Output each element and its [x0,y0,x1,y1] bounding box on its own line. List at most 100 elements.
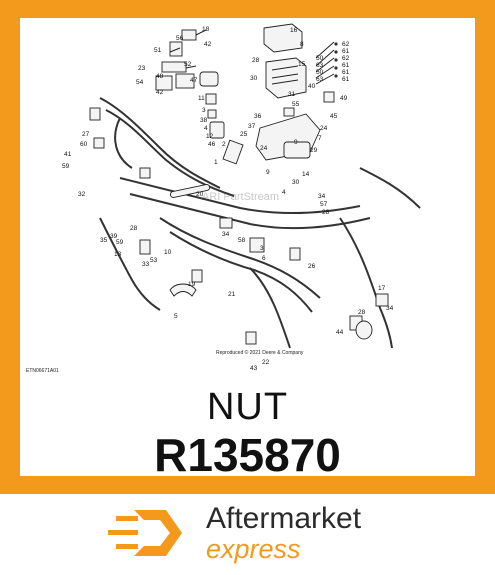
callout: 20 [196,191,204,198]
callout: 51 [154,47,162,54]
callout: 19 [188,281,196,288]
callout: 6 [262,255,266,262]
callout: 1 [214,159,218,166]
callout: 35 [100,237,108,244]
callout: 23 [138,65,146,72]
callout: 42 [204,41,212,48]
part-number-heading: R135870 [154,429,341,481]
callout: 5 [174,313,178,320]
callout: 25 [240,131,248,138]
callout: 59 [116,239,124,246]
callout: 28 [130,225,138,232]
mounting-bracket [255,113,321,161]
figure-id: ETN06671A01 [26,368,59,374]
harness-connectors [89,107,389,345]
main-harness [99,97,421,349]
brand-footer: Aftermarket express [104,500,404,570]
callout: 53 [150,257,158,264]
callout: 44 [336,329,344,336]
callout: 7 [318,135,322,142]
right-terminal-stack [315,41,338,103]
callout: 28 [252,57,260,64]
callout: 11 [198,95,205,102]
part-type-heading: NUT [206,386,289,428]
callout: 16 [290,27,298,34]
callout: 14 [302,171,310,178]
fuse-box [263,23,307,117]
upper-left-relay-cluster [155,29,207,91]
callout: 47 [190,77,198,84]
callout: 30 [250,75,258,82]
callout: 45 [330,113,338,120]
callout: 30 [292,179,300,186]
callout: 29 [310,147,318,154]
callout: 34 [318,193,326,200]
callout: 52 [184,61,192,68]
callout: 4 [282,189,286,196]
callout: 24 [320,125,328,132]
callout: 28 [358,309,366,316]
callout: 62 [342,55,350,62]
callout: 41 [64,151,72,158]
callout: 59 [62,163,70,170]
center-relay-column [199,71,244,165]
callout: 62 [342,41,350,48]
callout: 48 [156,73,164,80]
callout: 3 [260,245,264,252]
callout: 27 [82,131,90,138]
callout: 60 [80,141,88,148]
callout: 2 [222,141,226,148]
hexagon-speed-logo-icon [108,510,182,556]
callout: 42 [156,89,164,96]
callout: 37 [248,123,256,130]
callout: 61 [342,69,350,76]
callout: 43 [250,365,258,372]
callout: 34 [386,305,394,312]
callout: 58 [238,237,246,244]
callout: 49 [340,95,348,102]
callout: 9 [266,169,270,176]
callout: 63 [316,62,324,69]
brand-name-line2: express [206,534,301,564]
callout: 63 [316,76,324,83]
brand-name-line1: Aftermarket [206,502,362,535]
callout: 56 [176,35,184,42]
callout: 46 [208,141,216,148]
callout: 22 [262,359,270,366]
callout: 61 [342,62,350,69]
callout: 18 [202,26,210,33]
callout: 39 [110,233,118,240]
callout: 13 [114,251,122,258]
callout: 31 [288,91,296,98]
callout: 50 [316,69,324,76]
callout: 10 [164,249,172,256]
callout: 33 [142,261,150,268]
callout: 28 [322,209,330,216]
callout: 24 [260,145,268,152]
callout: 26 [308,263,316,270]
callout: 57 [320,201,328,208]
callout: 12 [206,133,214,140]
callout: 3 [202,107,206,114]
callout: 50 [316,55,324,62]
callout: 32 [78,191,86,198]
callout: 55 [292,101,300,108]
callout: 38 [200,117,208,124]
callout: 40 [308,83,316,90]
callout: 61 [342,48,350,55]
orange-frame: ARI PartStream [0,0,495,494]
callout: 34 [222,231,230,238]
watermark-text: ARI PartStream [202,191,279,203]
callout: 17 [378,285,386,292]
copyright-note: Reproduced © 2021 Deere & Company [216,349,304,356]
callout: 54 [136,79,144,86]
content-panel: ARI PartStream [20,18,475,481]
exploded-parts-diagram: ARI PartStream [20,18,475,388]
callout: 8 [300,41,304,48]
callout: 36 [254,113,262,120]
callout-labels: 18 56 42 51 52 23 48 54 42 47 11 3 38 4 … [62,26,394,372]
callout: 15 [298,61,306,68]
wiring-harness-drawing: ARI PartStream [26,23,421,374]
callout: 9 [294,139,298,146]
callout: 4 [204,125,208,132]
